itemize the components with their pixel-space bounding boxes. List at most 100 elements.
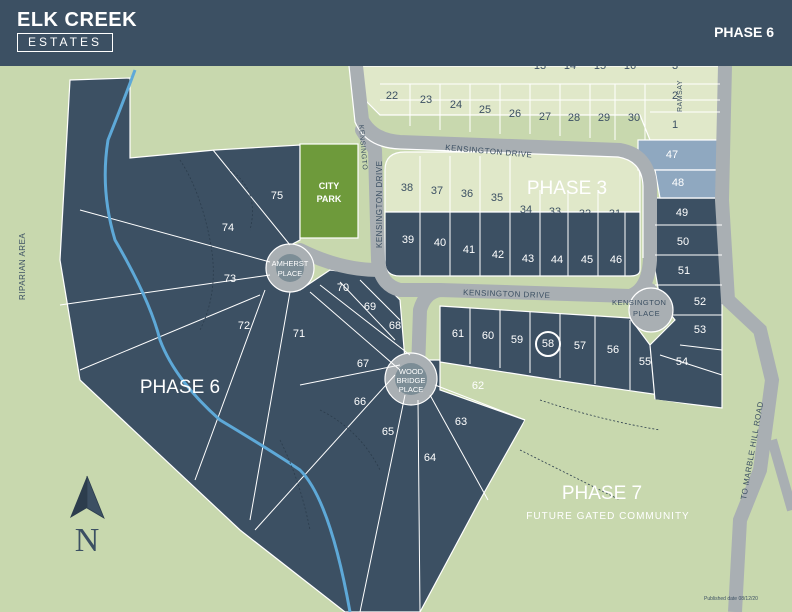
lot-number-42[interactable]: 42 <box>492 249 504 261</box>
header-bar: ELK CREEK ESTATES PHASE 6 <box>0 0 792 66</box>
lot-number-58[interactable]: 58 <box>542 338 554 350</box>
phase6-area <box>59 77 526 612</box>
lot-number-66[interactable]: 66 <box>354 396 366 408</box>
kensington-place-circle <box>628 287 674 333</box>
lot-number-64[interactable]: 64 <box>424 452 436 464</box>
lot-number-48[interactable]: 48 <box>672 177 684 189</box>
lot-number-29[interactable]: 29 <box>598 112 610 124</box>
lot-number-52[interactable]: 52 <box>694 296 706 308</box>
lot-number-41[interactable]: 41 <box>463 244 475 256</box>
lot-number-37[interactable]: 37 <box>431 185 443 197</box>
lot-number-30[interactable]: 30 <box>628 112 640 124</box>
phase6-label: PHASE 6 <box>140 377 220 398</box>
lot-number-3[interactable]: 3 <box>672 60 678 72</box>
lot-number-71[interactable]: 71 <box>293 328 305 340</box>
lot-number-51[interactable]: 51 <box>678 265 690 277</box>
lot-number-53[interactable]: 53 <box>694 324 706 336</box>
published-date: Published date 08/12/20 <box>704 596 758 602</box>
lot-number-49[interactable]: 49 <box>676 207 688 219</box>
lot-numbers: 13 14 15 16 3 2 1 22 23 24 25 26 27 28 2… <box>222 60 706 464</box>
lot-number-16[interactable]: 16 <box>624 60 636 72</box>
lot-number-75[interactable]: 75 <box>271 190 283 202</box>
lot-number-28[interactable]: 28 <box>568 112 580 124</box>
east-road <box>714 66 780 612</box>
lot-number-55[interactable]: 55 <box>639 356 651 368</box>
city-park-label-2: PARK <box>317 194 342 204</box>
contour-lines <box>179 159 661 531</box>
lot-number-57[interactable]: 57 <box>574 340 586 352</box>
lot-number-26[interactable]: 26 <box>509 108 521 120</box>
lot-number-24[interactable]: 24 <box>450 99 462 111</box>
lot-number-72[interactable]: 72 <box>238 320 250 332</box>
lot-number-54[interactable]: 54 <box>676 356 688 368</box>
riparian-area-label: RIPARIAN AREA <box>18 233 27 300</box>
amherst-place-center <box>276 254 304 282</box>
kensington-place-label-1: KENSINGTON <box>612 298 666 307</box>
lot-number-35[interactable]: 35 <box>491 192 503 204</box>
lot-number-68[interactable]: 68 <box>389 320 401 332</box>
kensington-drive-vertical-top-label: KENSINGTO <box>357 125 368 171</box>
lot-number-39[interactable]: 39 <box>402 234 414 246</box>
city-park <box>299 143 359 239</box>
city-park-label-1: CITY <box>319 181 340 191</box>
phase3-north-area <box>359 66 721 141</box>
east-road-branch <box>767 438 792 512</box>
kensington-drive-vertical-label: KENSINGTON DRIVE <box>375 161 384 248</box>
lot-number-74[interactable]: 74 <box>222 222 234 234</box>
lot-number-70[interactable]: 70 <box>337 282 349 294</box>
amherst-place-label-1: AMHERST <box>272 259 309 268</box>
lot-number-34[interactable]: 34 <box>520 204 532 216</box>
lot-number-33[interactable]: 33 <box>549 206 561 218</box>
lot-number-45[interactable]: 45 <box>581 254 593 266</box>
lot-number-2[interactable]: 2 <box>672 90 678 102</box>
lot-number-22[interactable]: 22 <box>386 90 398 102</box>
lot-number-38[interactable]: 38 <box>401 182 413 194</box>
lot-number-59[interactable]: 59 <box>511 334 523 346</box>
selected-lot-marker[interactable] <box>535 331 561 357</box>
kensington-drive-mid-label: KENSINGTON DRIVE <box>463 288 551 300</box>
lot-number-69[interactable]: 69 <box>364 301 376 313</box>
phase7-subtitle: FUTURE GATED COMMUNITY <box>526 511 689 522</box>
lot-number-25[interactable]: 25 <box>479 104 491 116</box>
lot-number-31[interactable]: 31 <box>609 208 621 220</box>
lot-number-36[interactable]: 36 <box>461 188 473 200</box>
lot-number-27[interactable]: 27 <box>539 111 551 123</box>
ramsay-road-label: RAMSAY <box>677 80 684 112</box>
lot-number-47[interactable]: 47 <box>666 149 678 161</box>
lot-number-50[interactable]: 50 <box>677 236 689 248</box>
amherst-place-label-2: PLACE <box>278 269 303 278</box>
lot-number-61[interactable]: 61 <box>452 328 464 340</box>
lot-number-56[interactable]: 56 <box>607 344 619 356</box>
lot-number-65[interactable]: 65 <box>382 426 394 438</box>
lots-39-46-area <box>384 211 641 277</box>
lot-number-15[interactable]: 15 <box>594 60 606 72</box>
lot-number-14[interactable]: 14 <box>564 60 576 72</box>
compass-n-label: N <box>75 522 100 559</box>
phase7-label: PHASE 7 <box>562 483 642 504</box>
brand-name: ELK CREEK <box>17 9 138 31</box>
lot-number-46[interactable]: 46 <box>610 254 622 266</box>
lot-number-40[interactable]: 40 <box>434 237 446 249</box>
wood-bridge-place-center <box>395 363 427 395</box>
wood-bridge-label-1: WOOD <box>399 367 424 376</box>
lot-number-73[interactable]: 73 <box>224 273 236 285</box>
lot-number-60[interactable]: 60 <box>482 330 494 342</box>
lot-number-63[interactable]: 63 <box>455 416 467 428</box>
lot-number-23[interactable]: 23 <box>420 94 432 106</box>
lot-number-67[interactable]: 67 <box>357 358 369 370</box>
lot-lines <box>59 83 723 612</box>
lot-number-1[interactable]: 1 <box>672 119 678 131</box>
phase-tag: PHASE 6 <box>714 24 774 40</box>
road-edges <box>348 66 644 258</box>
wood-bridge-label-2: BRIDGE <box>397 376 426 385</box>
kensington-place-label-2: PLACE <box>633 309 660 318</box>
north-arrow-icon: N <box>70 475 105 559</box>
phase7-area <box>440 385 730 612</box>
lot-number-32[interactable]: 32 <box>579 208 591 220</box>
lot-number-13[interactable]: 13 <box>534 60 546 72</box>
lot-48-area <box>654 169 721 199</box>
lot-number-43[interactable]: 43 <box>522 253 534 265</box>
lot-number-62[interactable]: 62 <box>472 380 484 392</box>
lot-number-44[interactable]: 44 <box>551 254 563 266</box>
